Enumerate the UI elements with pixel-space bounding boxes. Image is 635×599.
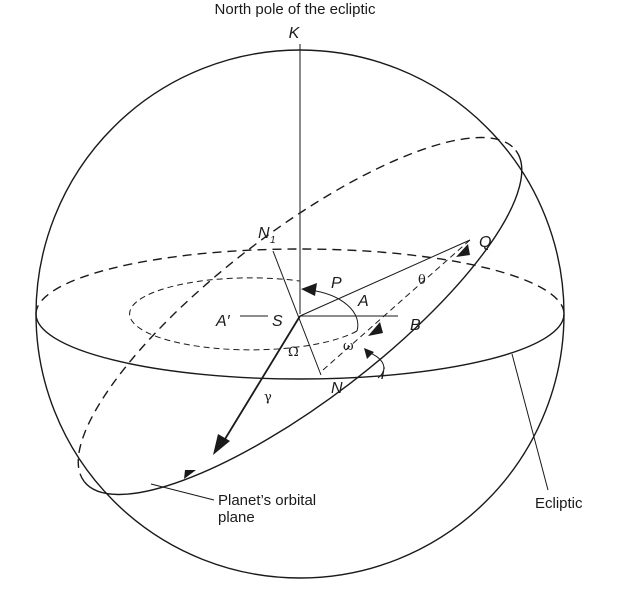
orbital-plane-front-half — [83, 149, 523, 496]
label-n1: N — [258, 225, 270, 242]
orbital-plane-back-half — [77, 136, 517, 483]
arc-p — [309, 289, 359, 332]
line-of-nodes — [272, 250, 322, 376]
ecliptic-back-half — [35, 248, 565, 315]
arc-omega-dashed — [322, 239, 471, 371]
label-gamma: γ — [264, 390, 272, 405]
label-i: i — [381, 366, 385, 383]
north-pole-label: North pole of the ecliptic — [215, 1, 376, 18]
orbital-plane-label-line1: Planet’s orbital — [218, 492, 316, 509]
label-p: P — [331, 275, 342, 292]
label-n1-subscript: 1 — [270, 235, 276, 246]
label-s: S — [272, 313, 283, 330]
arc-inclination — [367, 351, 385, 379]
small-angle-ellipse-dashed — [129, 277, 358, 351]
label-b: B — [410, 317, 421, 334]
vector-s-q — [299, 239, 471, 317]
ecliptic-leader — [511, 353, 549, 491]
orbital-plane-label-line2: plane — [218, 509, 255, 526]
ecliptic-front-half — [35, 313, 565, 380]
label-n: N — [331, 380, 343, 397]
ecliptic-label: Ecliptic — [535, 495, 583, 512]
omega-arrowhead — [368, 322, 383, 336]
theta-arrowhead — [456, 244, 470, 257]
vector-s-gamma — [221, 315, 301, 445]
label-q: Q — [479, 234, 491, 251]
inclination-arrowhead — [364, 348, 374, 359]
label-omega-capital: Ω — [288, 345, 299, 360]
arc-p-arrowhead — [301, 283, 317, 296]
gamma-arrowhead — [213, 434, 230, 455]
orbit-direction-arrowhead — [184, 470, 196, 479]
orbital-plane-leader — [150, 483, 215, 501]
label-a-prime: A′ — [215, 313, 231, 330]
label-omega-small: ω — [343, 339, 354, 354]
label-a: A — [357, 293, 369, 310]
label-k: K — [289, 25, 301, 42]
label-theta: θ — [418, 273, 426, 288]
